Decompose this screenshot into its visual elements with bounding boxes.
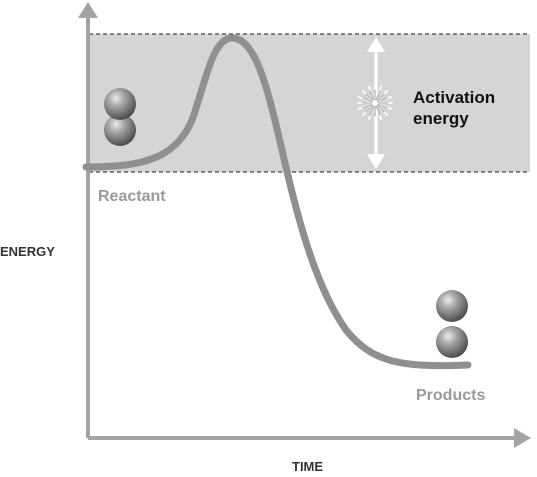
y-axis-label: ENERGY: [0, 244, 55, 259]
x-axis: [88, 428, 531, 448]
y-axis: [78, 2, 98, 438]
reactant-molecule-icon: [104, 88, 136, 146]
product-molecules-icon: [436, 290, 468, 358]
products-label: Products: [416, 387, 485, 404]
x-axis-label: TIME: [292, 459, 323, 474]
activation-energy-label-line1: Activation: [413, 88, 495, 107]
activation-energy-label-line2: energy: [413, 109, 469, 128]
energy-curve: [82, 34, 472, 370]
starburst-icon: [357, 85, 393, 121]
activation-energy-band: [89, 34, 530, 172]
reactant-label: Reactant: [98, 188, 166, 205]
